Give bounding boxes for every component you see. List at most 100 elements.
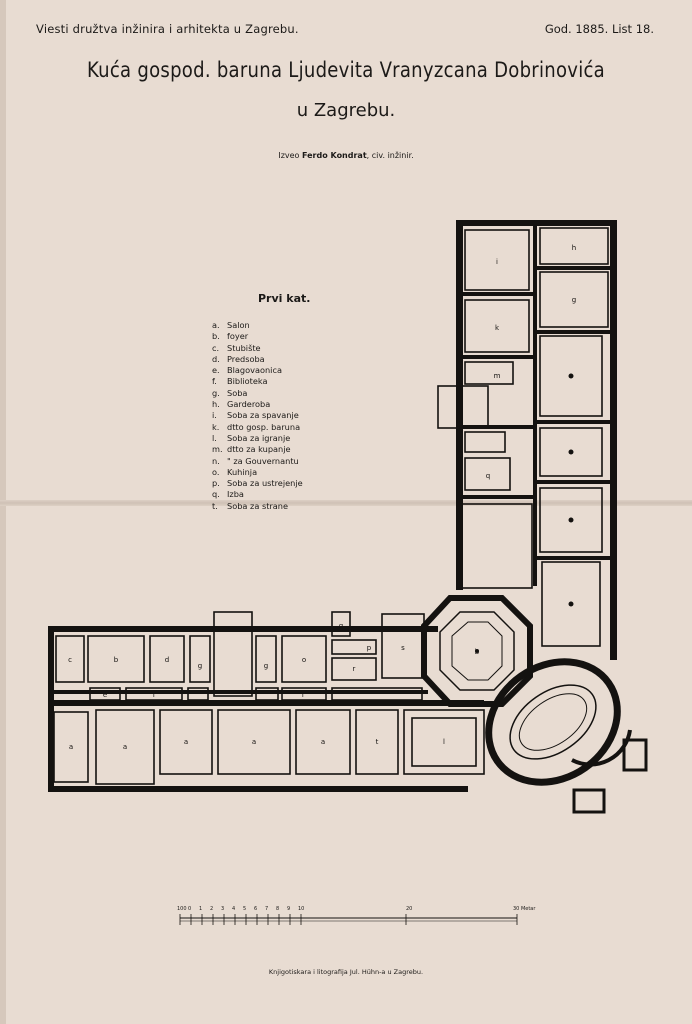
room-r [331, 657, 377, 681]
corridor-e [89, 687, 121, 701]
paper-fold [0, 500, 692, 506]
svg-text:b: b [114, 656, 119, 664]
room-a3 [159, 709, 213, 775]
svg-text:l: l [443, 738, 445, 746]
legend-item: e.Blagovaonica [212, 365, 303, 376]
legend-item: c.Stubište [212, 343, 303, 354]
scale-tick-label: 100 [177, 906, 187, 912]
svg-text:c: c [68, 656, 72, 664]
legend-label: Stubište [227, 342, 261, 353]
svg-text:i: i [496, 258, 498, 266]
legend-item: p. Soba za ustrejenje [212, 478, 303, 489]
stair-east [437, 385, 489, 429]
room-t [355, 709, 399, 775]
svg-text:p: p [367, 644, 372, 652]
legend-key: e. [212, 365, 220, 376]
legend-label: Predsoba [227, 353, 265, 364]
legend-item: a.Salon [212, 320, 303, 331]
scale-tick-label: 7 [265, 906, 269, 912]
scale-tick-label: 3 [221, 906, 225, 912]
legend-key: p. [212, 478, 220, 489]
legend-key: m. [212, 444, 223, 455]
author-suffix: , civ. inžinir. [366, 151, 414, 160]
legend-label: foyer [227, 331, 249, 342]
legend-item: h.Garderoba [212, 399, 303, 410]
legend-item: t.Soba za strane [212, 501, 303, 512]
room-p [331, 639, 377, 655]
legend-item: f. Biblioteka [212, 376, 303, 387]
issue-header: God. 1885. List 18. [544, 22, 654, 36]
scale-tick-label: 6 [254, 906, 258, 912]
room-ornate-3 [539, 487, 603, 553]
room-a4 [217, 709, 291, 775]
legend-item: n. " za Gouvernantu [212, 456, 303, 467]
legend-label: Soba za ustrejenje [227, 478, 303, 489]
scale-tick-label: 10 [298, 906, 305, 912]
room-l [403, 709, 485, 775]
journal-header: Viesti družtva inžinira i arhitekta u Za… [36, 22, 299, 36]
svg-text:r: r [353, 665, 356, 673]
scale-tick-label: 2 [210, 906, 214, 912]
printer-credit: Knjigotiskara i litografija Jul. Hühn-a … [268, 968, 424, 976]
svg-text:a: a [123, 743, 127, 751]
svg-text:a: a [252, 738, 256, 746]
legend-item: g.Soba [212, 388, 303, 399]
corner-rotunda [571, 729, 648, 814]
legend-key: b. [212, 331, 220, 342]
scale-tick-label: 4 [232, 906, 236, 912]
scale-tick-label: 5 [243, 906, 247, 912]
svg-text:t: t [376, 738, 379, 746]
scale-tick-label: 0 [188, 906, 192, 912]
legend-label: Soba za igranje [227, 432, 291, 443]
svg-text:g: g [572, 296, 576, 304]
svg-text:q: q [486, 472, 490, 480]
room-i [464, 229, 530, 291]
svg-text:e: e [103, 691, 107, 699]
room-g [539, 271, 609, 328]
svg-text:k: k [495, 324, 500, 332]
legend-item: k.dtto gosp. baruna [212, 422, 303, 433]
svg-text:g: g [198, 662, 202, 670]
legend-label: Biblioteka [227, 376, 268, 387]
svg-text:a: a [321, 738, 325, 746]
room-m [464, 361, 514, 385]
legend-label: Soba za strane [227, 500, 289, 511]
room-small-2 [255, 635, 277, 683]
legend-item: b. foyer [212, 331, 303, 342]
svg-text:f: f [153, 691, 156, 699]
corridor-f2 [187, 687, 209, 701]
author-line: Izveo Ferdo Kondrat, civ. inžinir. [0, 151, 692, 160]
floor-title: Prvi kat. [258, 292, 311, 305]
paper-edge [0, 0, 6, 1024]
room-a5 [295, 709, 351, 775]
legend-key: n. [212, 455, 220, 466]
legend-key: i. [212, 410, 217, 421]
scale-mid-label: 20 [406, 906, 413, 912]
room-q-east [464, 457, 511, 491]
room-ornate-2 [539, 427, 603, 477]
legend-label: " za Gouvernantu [227, 455, 299, 466]
legend-key: f. [212, 376, 217, 387]
legend-item: l.Soba za igranje [212, 433, 303, 444]
room-l-inner [411, 717, 477, 767]
room-n-small [464, 431, 506, 453]
legend-item: i. Soba za spavanje [212, 410, 303, 421]
legend-key: a. [212, 320, 220, 330]
svg-text:f: f [302, 691, 305, 699]
scale-bar [179, 914, 518, 925]
svg-text:a: a [69, 743, 73, 751]
legend-key: g. [212, 387, 220, 398]
legend-label: dtto gosp. baruna [227, 421, 301, 432]
svg-text:q: q [339, 622, 343, 630]
legend-label: Soba za spavanje [227, 410, 299, 421]
plan-subtitle: u Zagrebu. [296, 100, 396, 121]
corridor-f5 [331, 687, 423, 701]
scale-tick-label: 9 [287, 906, 291, 912]
corridor-f3 [255, 687, 279, 701]
legend-label: Kuhinja [227, 466, 258, 477]
legend-item: d.Predsoba [212, 354, 303, 365]
room-c [55, 635, 85, 683]
author-name: Ferdo Kondrat [301, 151, 367, 160]
scale-end-label: 30 Metar [513, 906, 536, 912]
